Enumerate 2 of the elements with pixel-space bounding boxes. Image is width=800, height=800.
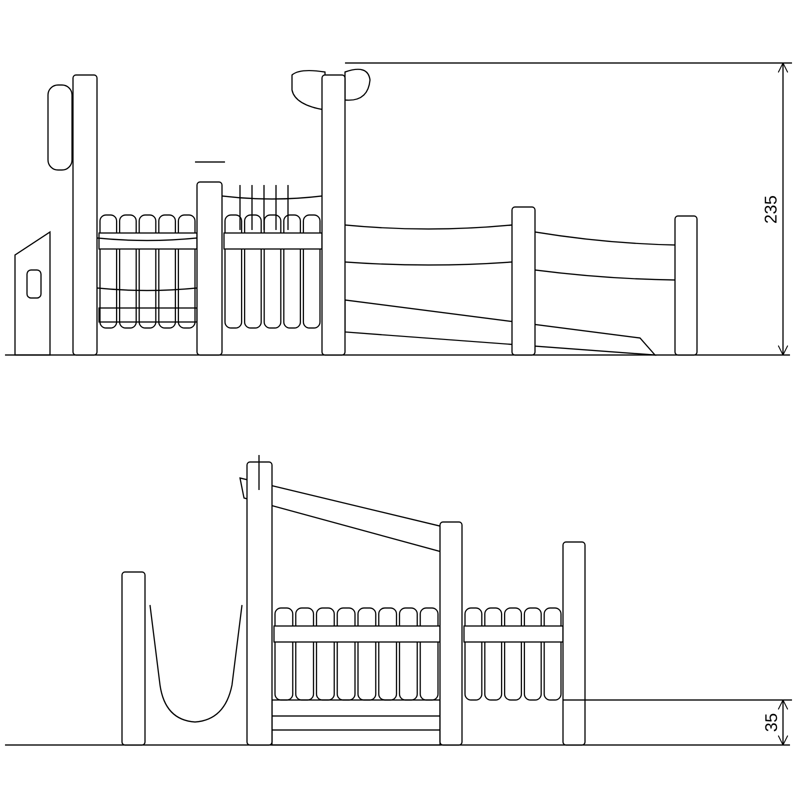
- dimension-label: 35: [762, 712, 780, 732]
- dimension-label: 235: [762, 194, 780, 224]
